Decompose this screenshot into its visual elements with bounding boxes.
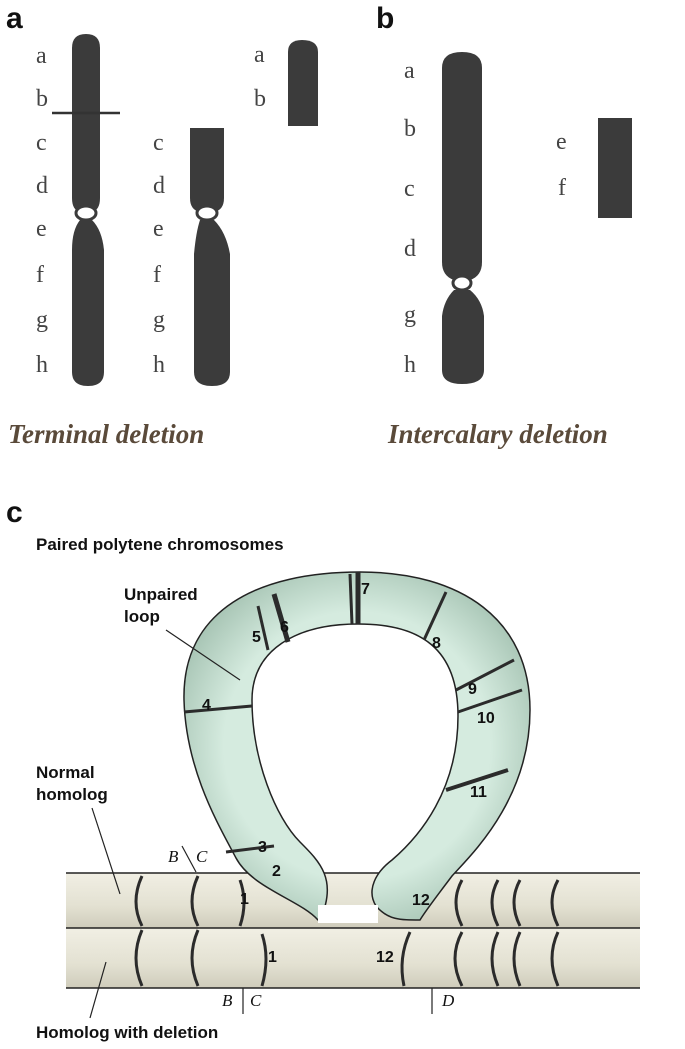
normal-homolog-label: homolog	[36, 785, 108, 804]
excised-fragment-b	[598, 118, 632, 218]
gene-label: c	[153, 130, 164, 156]
band-number: 12	[412, 892, 430, 909]
gene-label: b	[404, 116, 416, 142]
panel-b-caption: Intercalary deletion	[387, 419, 608, 449]
gene-label: c	[404, 176, 415, 202]
panel-b-labels: a b c d g h	[404, 58, 416, 378]
breakpoint-label: B	[168, 847, 179, 866]
gene-label: h	[153, 352, 165, 378]
gene-label: e	[36, 216, 47, 242]
panel-a-deleted-labels: c d e f g h	[153, 130, 165, 378]
unpaired-loop-label: Unpaired	[124, 585, 198, 604]
deletion-homolog-label: Homolog with deletion	[36, 1023, 218, 1042]
breakpoint-label: C	[196, 847, 208, 866]
breakpoint-label: C	[250, 991, 262, 1010]
gene-label: g	[36, 307, 48, 333]
breakpoint-label: B	[222, 991, 233, 1010]
normal-homolog-label: Normal	[36, 763, 95, 782]
gene-label: a	[254, 42, 265, 68]
band-number: 2	[272, 863, 281, 880]
panel-a-letter: a	[6, 2, 23, 35]
gene-label: h	[404, 352, 416, 378]
unpaired-loop-label: loop	[124, 607, 160, 626]
gene-label: b	[36, 86, 48, 112]
band-number: 7	[361, 581, 370, 598]
gene-label: g	[404, 302, 416, 328]
gene-label: f	[36, 262, 44, 288]
deleted-chromosome-b	[442, 52, 484, 384]
gene-label: d	[404, 236, 416, 262]
acentric-fragment-a	[288, 40, 318, 126]
unpaired-loop	[184, 572, 530, 920]
gene-label: a	[36, 43, 47, 69]
panel-b-letter: b	[376, 2, 394, 35]
band-number: 11	[470, 784, 487, 801]
gene-label: d	[36, 173, 48, 199]
gene-label: f	[153, 262, 161, 288]
band-number: 1	[268, 949, 277, 966]
gene-label: a	[404, 58, 415, 84]
panel-a-left-labels: a b c d e f g h	[36, 43, 48, 378]
gene-label: e	[153, 216, 164, 242]
gene-label: g	[153, 307, 165, 333]
gene-label: h	[36, 352, 48, 378]
gene-label: f	[558, 175, 566, 201]
band-number: 8	[432, 635, 441, 652]
gene-label: e	[556, 129, 567, 155]
gene-label: d	[153, 173, 165, 199]
band-number: 1	[240, 891, 249, 908]
band-number: 4	[202, 697, 211, 714]
gene-label: b	[254, 86, 266, 112]
panel-a-caption: Terminal deletion	[8, 419, 204, 449]
normal-chromosome-a	[52, 34, 120, 386]
band-number: 10	[477, 710, 495, 727]
panel-c-letter: c	[6, 496, 23, 529]
band-number: 6	[280, 619, 289, 636]
band-number: 3	[258, 839, 267, 856]
loop-gap	[318, 905, 378, 923]
band-number: 9	[468, 681, 477, 698]
deleted-chromosome-a	[190, 128, 230, 386]
band-number: 5	[252, 629, 261, 646]
breakpoint-label: D	[441, 991, 455, 1010]
panel-c-title: Paired polytene chromosomes	[36, 535, 284, 554]
band-number: 12	[376, 949, 394, 966]
gene-label: c	[36, 130, 47, 156]
